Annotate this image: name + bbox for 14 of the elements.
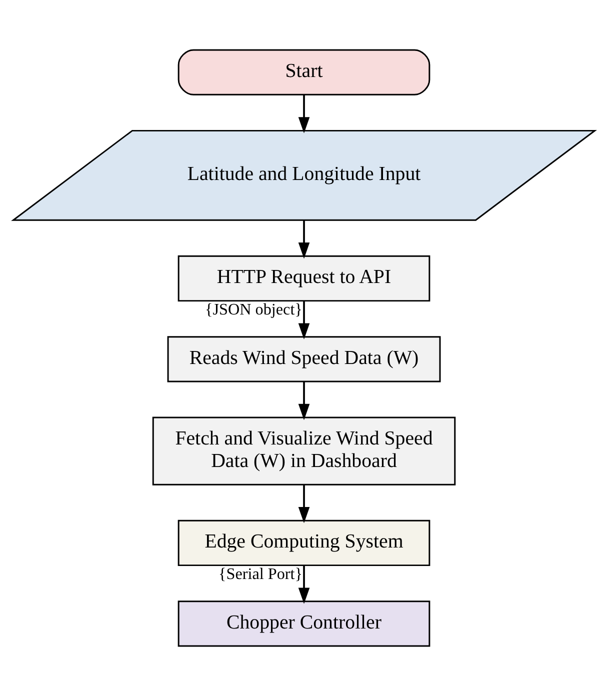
node-box: Reads Wind Speed Data (W) [167, 336, 441, 382]
node-box: HTTP Request to API [178, 254, 430, 302]
arrow [298, 565, 310, 604]
node-box: Edge Computing System [178, 519, 430, 566]
node-box: Start [178, 48, 430, 95]
edge-label: {JSON object} [204, 300, 302, 318]
edge-label: {Serial Port} [218, 565, 303, 582]
arrow [298, 381, 310, 420]
arrow [298, 94, 310, 133]
arrow [298, 484, 310, 523]
node-box: Chopper Controller [178, 600, 430, 646]
arrow [298, 300, 310, 339]
node-box: Fetch and Visualize Wind Speed Data (W) in Dashboard [152, 416, 456, 485]
arrow [298, 220, 310, 258]
